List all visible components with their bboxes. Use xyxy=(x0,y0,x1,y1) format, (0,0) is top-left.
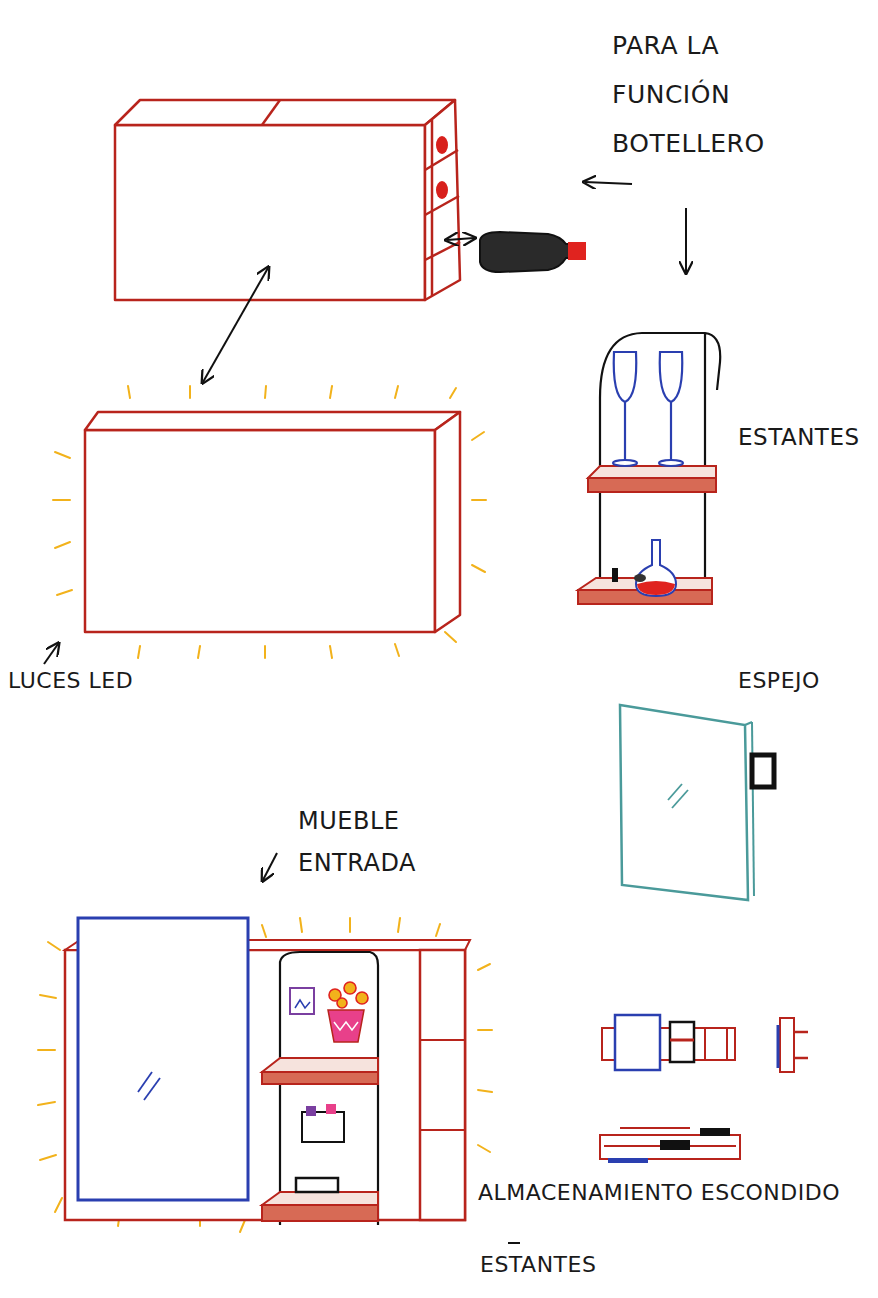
dash-mark xyxy=(508,1242,520,1244)
insert-arrow xyxy=(447,238,474,240)
bottle-cabinet xyxy=(115,100,460,300)
pointer-arrow xyxy=(585,182,632,184)
annotation-label: PARA LA FUNCIÓN BOTELLERO xyxy=(612,22,772,168)
annotation-label: LUCES LED xyxy=(8,668,133,694)
plan-views xyxy=(600,1015,808,1163)
wine-bottle xyxy=(480,232,586,272)
pointer-arrow xyxy=(685,208,687,272)
mirror xyxy=(620,705,774,900)
shelf-unit xyxy=(578,333,720,604)
swap-arrow xyxy=(203,268,268,382)
entrance-glow xyxy=(38,918,492,1232)
annotation-label: ESTANTES xyxy=(480,1252,596,1278)
led-panel xyxy=(85,412,460,632)
annotation-label: ESTANTES xyxy=(738,424,860,452)
leader-arrow xyxy=(263,853,277,880)
entrance-furniture xyxy=(38,918,492,1232)
annotation-label: ESPEJO xyxy=(738,668,820,694)
annotation-label: MUEBLE ENTRADA xyxy=(298,800,448,884)
leader-arrow xyxy=(44,644,58,664)
led-glow xyxy=(53,386,486,658)
annotation-label: ALMACENAMIENTO ESCONDIDO xyxy=(478,1180,840,1206)
